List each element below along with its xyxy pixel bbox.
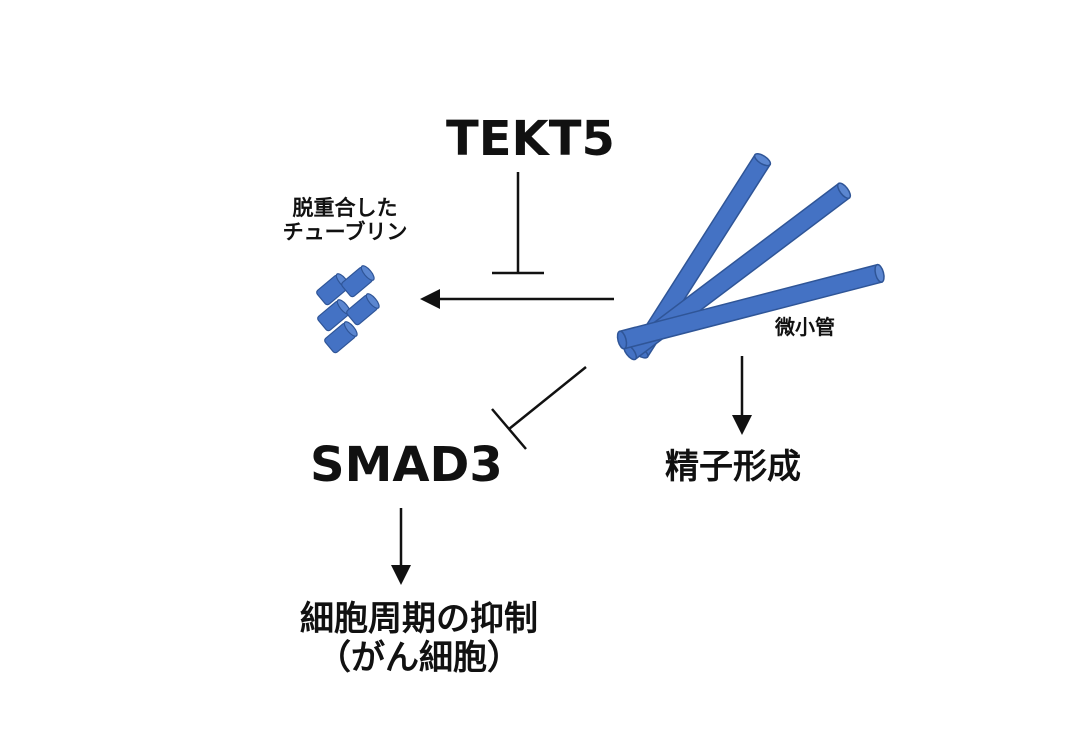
tubulin-label-line: 脱重合した (292, 196, 398, 220)
tekt5-inhibition (492, 172, 544, 275)
microtubule-label: 微小管 (775, 315, 835, 339)
tubulin-fragment (324, 321, 358, 354)
cell-cycle-label-line: （がん細胞） (317, 638, 521, 679)
smad3-label: SMAD3 (310, 437, 503, 493)
tubulin-fragments (316, 265, 380, 354)
smad3-inhibition (491, 366, 587, 450)
microtubule-bundle (616, 153, 885, 361)
tubulin-label: 脱重合した チューブリン (270, 196, 420, 244)
tubulin-fragment (341, 265, 375, 298)
microtubule-tube (616, 263, 885, 350)
spermatogenesis-label: 精子形成 (665, 447, 801, 487)
cell-cycle-label: 細胞周期の抑制 （がん細胞） (274, 599, 564, 679)
tekt5-label: TEKT5 (446, 111, 615, 167)
tubulin-label-line: チューブリン (282, 220, 408, 245)
tubulin-fragment (346, 293, 380, 326)
cell-cycle-label-line: 細胞周期の抑制 (300, 599, 538, 639)
